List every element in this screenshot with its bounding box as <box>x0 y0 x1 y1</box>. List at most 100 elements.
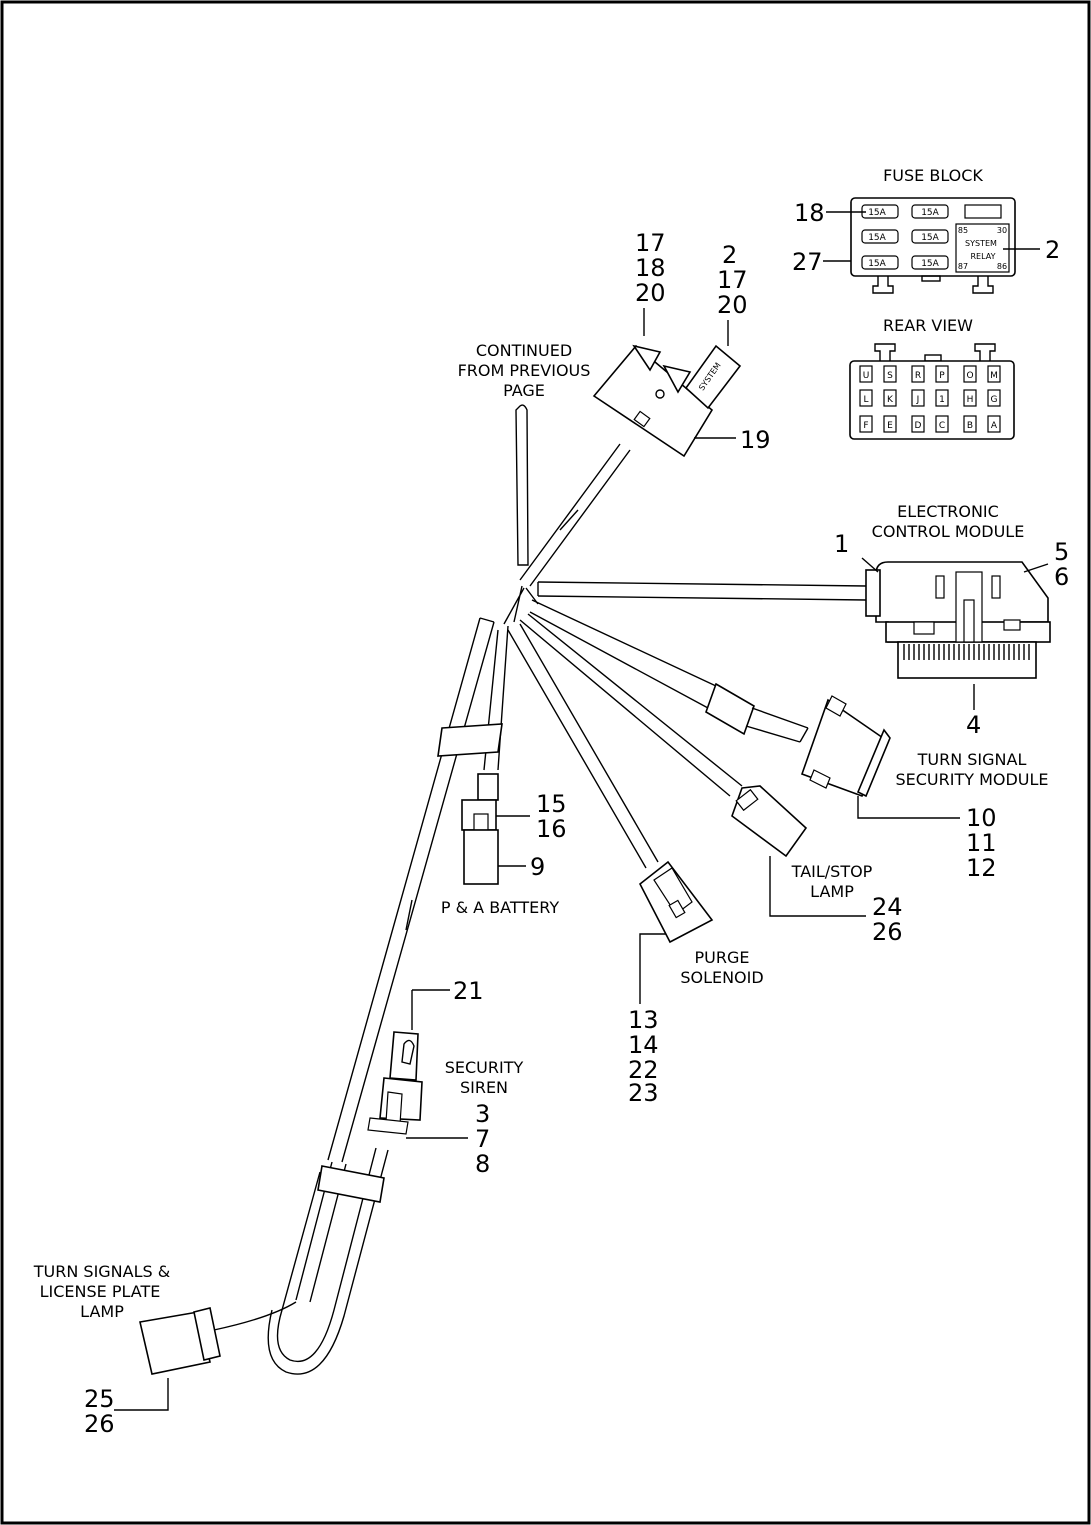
callout-24: 24 <box>872 893 903 921</box>
pin-letter: P <box>939 371 945 381</box>
siren-label: SECURITY <box>445 1058 524 1077</box>
callout-19: 19 <box>740 426 771 454</box>
continued-label: CONTINUED FROM PREVIOUS PAGE <box>458 341 591 400</box>
callout-4: 4 <box>966 711 981 739</box>
svg-text:PAGE: PAGE <box>503 381 545 400</box>
pin-cell <box>883 389 897 407</box>
callout-10: 10 <box>966 804 997 832</box>
callout-16: 16 <box>536 815 567 843</box>
callout-18: 18 <box>635 254 666 282</box>
callout-21: 21 <box>453 977 484 1005</box>
pin-cell <box>859 389 873 407</box>
ecm-label: CONTROL MODULE <box>872 522 1025 541</box>
callout-5: 5 <box>1054 538 1069 566</box>
callout-1: 1 <box>834 530 849 558</box>
ecm-label: ELECTRONIC <box>897 502 999 521</box>
pin-cell <box>987 365 1001 383</box>
callout-26: 26 <box>84 1410 115 1438</box>
pin-cell <box>935 365 949 383</box>
fuse-label: 15A <box>921 233 939 243</box>
callout-2: 2 <box>722 241 737 269</box>
purge-solenoid-connector: PURGE SOLENOID 13 14 22 23 <box>628 860 764 1107</box>
tssm-label: SECURITY MODULE <box>895 770 1048 789</box>
pin-cell <box>883 365 897 383</box>
turn-signals-label: LICENSE PLATE <box>40 1282 161 1301</box>
battery-connector: 15 16 9 P & A BATTERY <box>441 790 567 917</box>
purge-label: SOLENOID <box>680 968 763 987</box>
pin-cell <box>859 365 873 383</box>
fuse-label: 15A <box>868 259 886 269</box>
svg-text:FROM PREVIOUS: FROM PREVIOUS <box>458 361 591 380</box>
callout-12: 12 <box>966 854 997 882</box>
fuse-block-label: FUSE BLOCK <box>883 166 983 185</box>
relay-pin: 30 <box>997 226 1007 235</box>
fuse-block: FUSE BLOCK 15A 15A 15A 15A 15A 15A 85 30… <box>792 166 1060 294</box>
pin-letter: 1 <box>939 395 945 405</box>
pin-letter: D <box>915 421 922 431</box>
fuse-label: 15A <box>921 259 939 269</box>
fuse-label: 15A <box>868 233 886 243</box>
callout-2: 2 <box>1045 236 1060 264</box>
fuse-label: 15A <box>868 208 886 218</box>
callout-11: 11 <box>966 829 997 857</box>
pin-letter: K <box>887 395 894 405</box>
pin-letter: F <box>863 421 868 431</box>
pin-cell <box>963 365 977 383</box>
callout-7: 7 <box>475 1125 490 1153</box>
security-siren-connector: 21 SECURITY SIREN 3 7 8 <box>367 977 524 1178</box>
fuse-label: 15A <box>921 208 939 218</box>
pin-letter: R <box>915 371 921 381</box>
callout-13: 13 <box>628 1006 659 1034</box>
tail-stop-lamp-connector: TAIL/STOP LAMP 24 26 <box>731 785 903 946</box>
callout-8: 8 <box>475 1150 490 1178</box>
callout-14: 14 <box>628 1031 659 1059</box>
pin-letter: B <box>967 421 973 431</box>
turn-signals-connector: TURN SIGNALS & LICENSE PLATE LAMP 25 26 <box>33 1262 221 1438</box>
callout-9: 9 <box>530 853 545 881</box>
callout-6: 6 <box>1054 563 1069 591</box>
callout-22: 22 <box>628 1056 659 1084</box>
pin-cell <box>859 415 873 433</box>
tail-stop-label: TAIL/STOP <box>791 862 873 881</box>
turn-signals-label: TURN SIGNALS & <box>33 1262 170 1281</box>
pin-cell <box>935 415 949 433</box>
pin-cell <box>987 389 1001 407</box>
callout-17: 17 <box>635 229 666 257</box>
pin-cell <box>883 415 897 433</box>
purge-label: PURGE <box>695 948 750 967</box>
electronic-control-module: ELECTRONIC CONTROL MODULE 1 5 6 4 <box>834 502 1069 739</box>
callout-27: 27 <box>792 248 823 276</box>
callout-3: 3 <box>475 1100 490 1128</box>
pin-letter: J <box>916 395 920 405</box>
callout-25: 25 <box>84 1385 115 1413</box>
pin-cell <box>963 415 977 433</box>
tssm-label: TURN SIGNAL <box>917 750 1027 769</box>
pin-cell <box>911 389 925 407</box>
svg-text:CONTINUED: CONTINUED <box>476 341 572 360</box>
relay-text: RELAY <box>971 252 996 261</box>
pin-cell <box>963 389 977 407</box>
pin-cell <box>911 365 925 383</box>
rear-view-label: REAR VIEW <box>883 316 973 335</box>
tail-stop-label: LAMP <box>810 882 854 901</box>
callout-26: 26 <box>872 918 903 946</box>
relay-pin: 87 <box>958 262 968 271</box>
callout-18: 18 <box>794 199 825 227</box>
relay-pin: 85 <box>958 226 968 235</box>
relay-text: SYSTEM <box>965 239 997 248</box>
system-connector: SYSTEM 17 18 20 2 17 20 19 <box>592 229 771 458</box>
pin-cell <box>935 389 949 407</box>
pin-cell <box>911 415 925 433</box>
turn-signals-label: LAMP <box>80 1302 124 1321</box>
pin-letter: M <box>990 371 998 381</box>
siren-label: SIREN <box>460 1078 508 1097</box>
pin-letter: E <box>887 421 893 431</box>
callout-17: 17 <box>717 266 748 294</box>
pin-letter: H <box>967 395 974 405</box>
main-harness <box>213 404 867 1375</box>
turn-signal-security-module: TURN SIGNAL SECURITY MODULE 10 11 12 <box>800 695 1049 882</box>
pin-letter: U <box>863 371 870 381</box>
pin-letter: C <box>939 421 945 431</box>
